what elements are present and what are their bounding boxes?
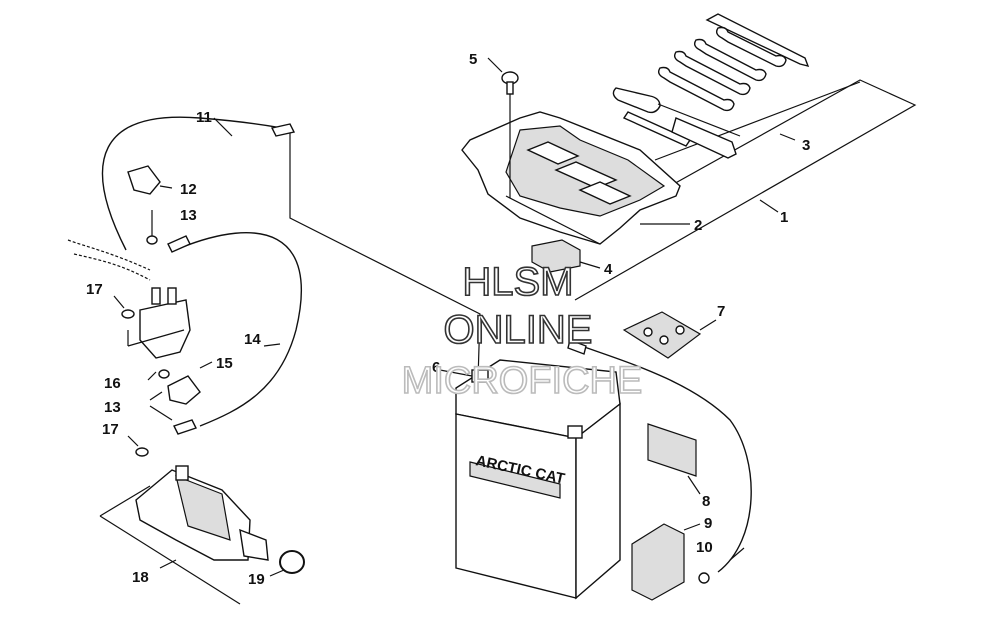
callout-1: 1: [780, 209, 788, 226]
boot-12: [127, 165, 173, 195]
callout-13b: 13: [104, 399, 121, 416]
callout-7: 7: [717, 303, 725, 320]
callout-2: 2: [694, 217, 702, 234]
terminal-kit-7: [622, 311, 717, 359]
callout-3: 3: [802, 137, 810, 154]
callout-10: 10: [696, 539, 713, 556]
starter-motor-18: [99, 465, 269, 605]
callout-9: 9: [704, 515, 712, 532]
screw-17a: [113, 295, 135, 319]
callout-17a: 17: [86, 281, 103, 298]
o-ring-19: [269, 550, 305, 577]
watermark-line-3: MICROFICHE: [402, 360, 643, 402]
callout-13a: 13: [180, 207, 197, 224]
pad-4: [531, 239, 601, 273]
watermark: HLSM ONLINE MICROFICHE: [401, 259, 643, 403]
watermark-line-1: HLSM: [462, 260, 573, 304]
tool-tray: [461, 111, 690, 245]
callout-6: 6: [432, 359, 440, 376]
pad-9: [631, 523, 701, 601]
assembly-bracket-1: [574, 79, 917, 301]
cable-10: [567, 339, 752, 584]
cable-14: [167, 231, 302, 435]
battery-6: ARCTIC CAT: [439, 359, 621, 600]
callout-19: 19: [248, 571, 265, 588]
callout-8: 8: [702, 493, 710, 510]
watermark-line-2: ONLINE: [444, 308, 593, 352]
callout-12: 12: [180, 181, 197, 198]
boot-15: [149, 361, 213, 421]
callout-4: 4: [604, 261, 613, 278]
screw-17b: [127, 435, 149, 457]
callout-18: 18: [132, 569, 149, 586]
tool-kit: [612, 13, 861, 161]
callout-17b: 17: [102, 421, 119, 438]
screw-5: [487, 57, 519, 198]
cable-11: [101, 116, 481, 381]
callout-16: 16: [104, 375, 121, 392]
callout-15: 15: [216, 355, 233, 372]
callout-5: 5: [469, 51, 477, 68]
nut-13a: [146, 210, 158, 245]
callout-14: 14: [244, 331, 261, 348]
solenoid-16: [67, 239, 191, 381]
callout-11: 11: [196, 109, 212, 126]
decal-8: [647, 423, 701, 495]
